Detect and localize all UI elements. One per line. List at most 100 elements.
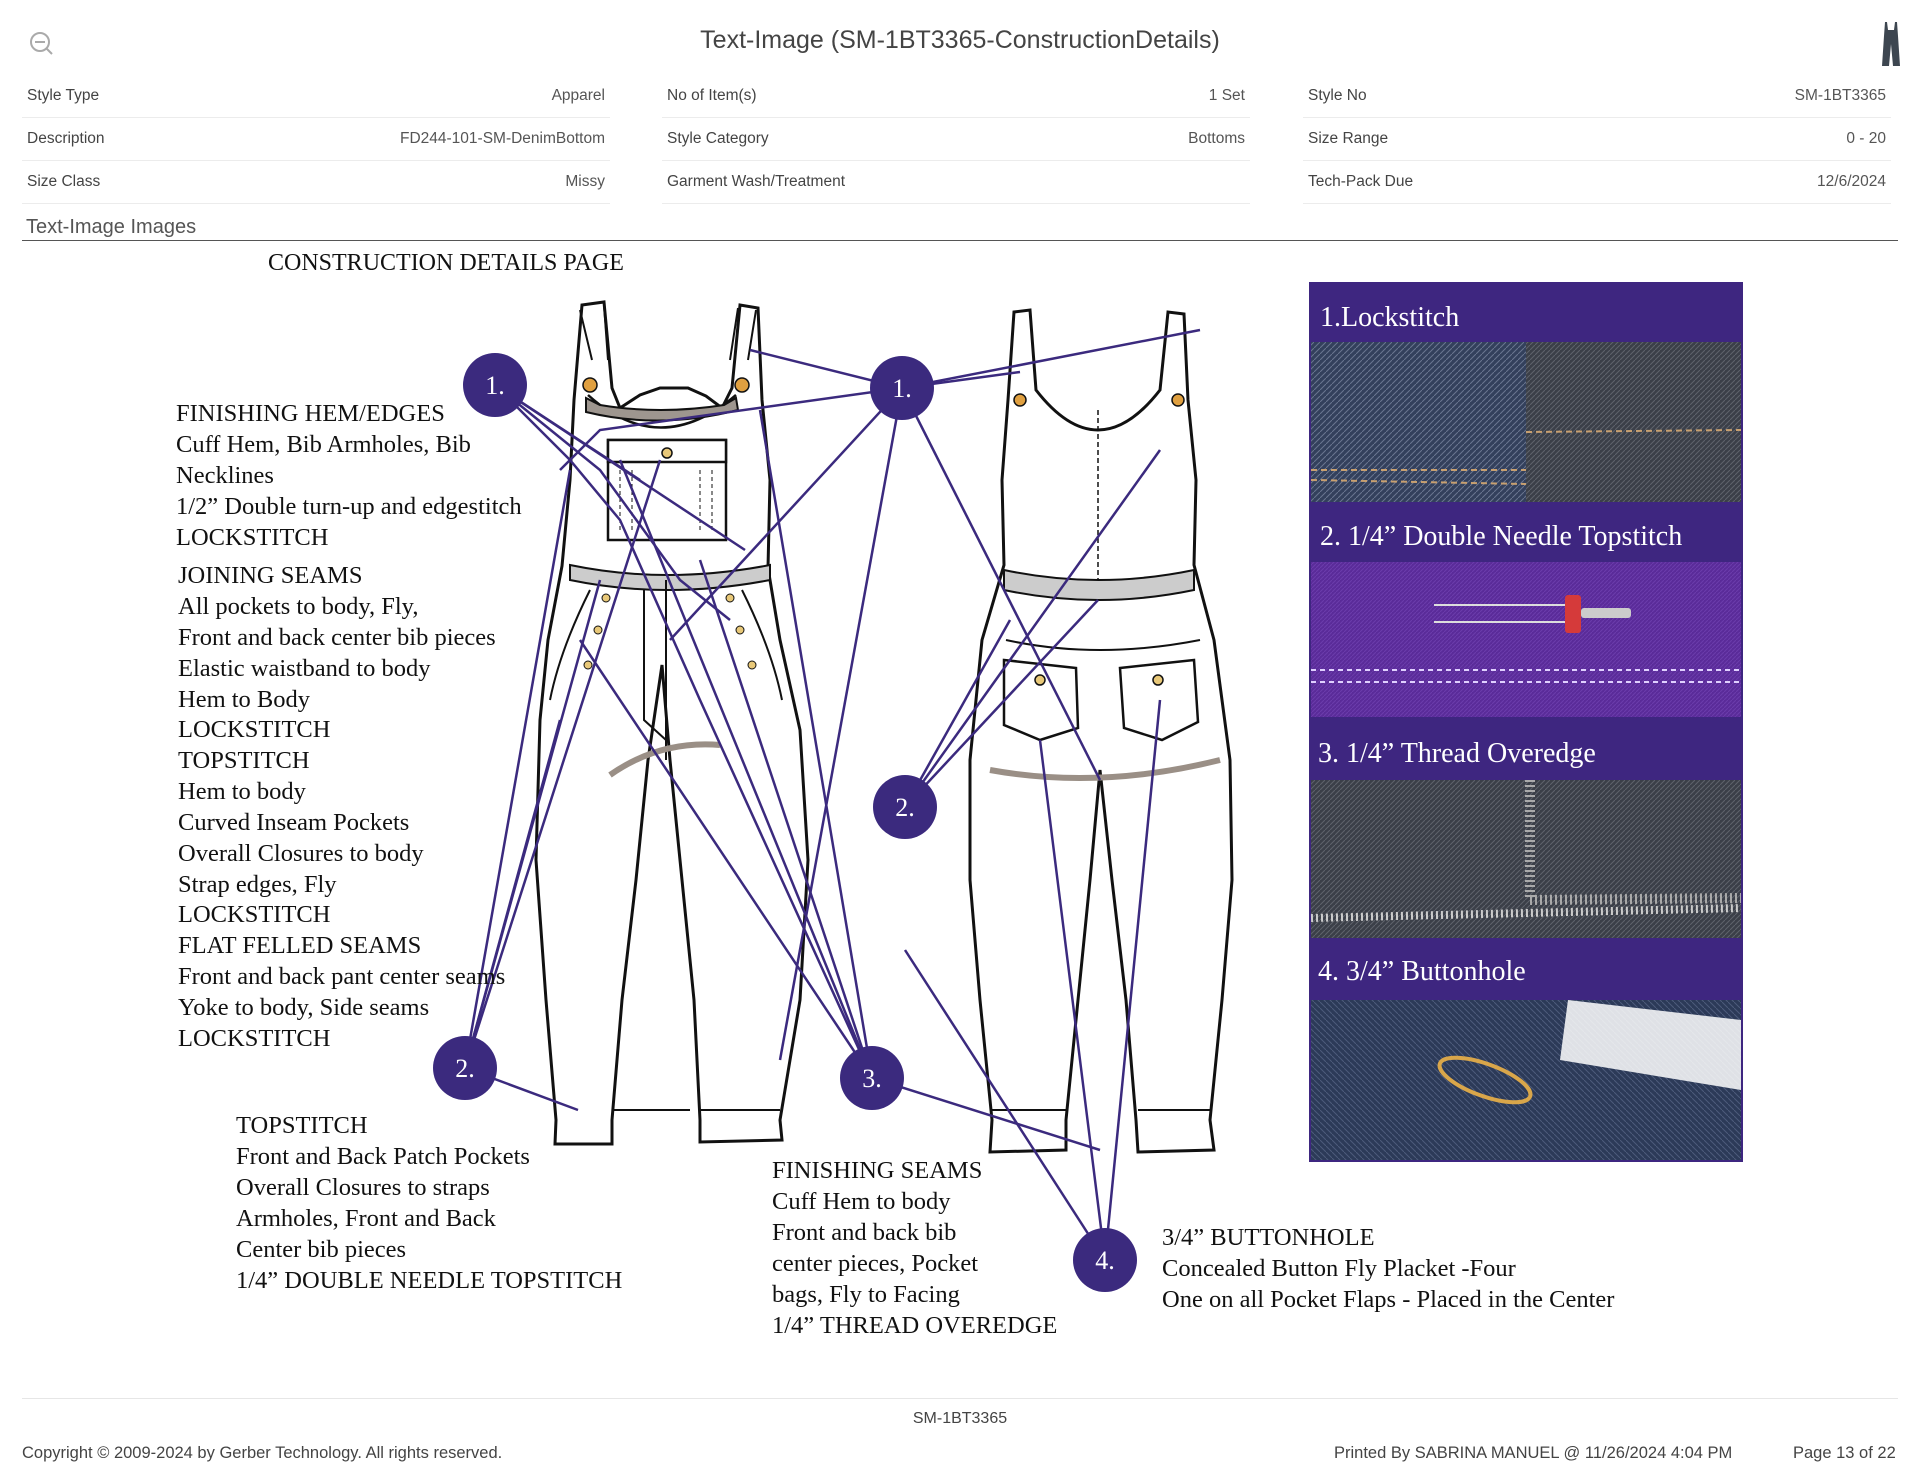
zoom-out-icon[interactable] [28, 30, 56, 58]
note-line: LOCKSTITCH [178, 901, 330, 928]
callout-label: 2. [455, 1054, 475, 1083]
callout-circle [1073, 1228, 1137, 1292]
note-line: TOPSTITCH [236, 1112, 368, 1139]
stitch-reference-panels: 1.Lockstitch 2. 1/4” Double Needle Topst… [1309, 282, 1743, 1162]
note-line: Front and Back Patch Pockets [236, 1143, 530, 1170]
note-line: center pieces, Pocket [772, 1250, 978, 1277]
info-column-3: Style No SM-1BT3365 Size Range 0 - 20 Tech… [1303, 75, 1891, 204]
callout-circle [873, 775, 937, 839]
note-line: Hem to Body [178, 686, 311, 713]
info-row: Style Category Bottoms [662, 118, 1250, 161]
note-line: Center bib pieces [236, 1236, 406, 1263]
printed-by-text: Printed By SABRINA MANUEL @ 11/26/2024 4… [1334, 1444, 1733, 1462]
info-label: Garment Wash/Treatment [667, 173, 846, 190]
note-line: FLAT FELLED SEAMS [178, 932, 421, 959]
note-line: Cuff Hem, Bib Armholes, Bib [176, 431, 471, 458]
lockstitch-photo [1311, 342, 1526, 502]
note-line: 3/4” BUTTONHOLE [1162, 1224, 1375, 1251]
footer-style-code: SM-1BT3365 [912, 1410, 1008, 1427]
panel-title: 1.Lockstitch [1320, 302, 1459, 333]
callout-label: 1. [485, 371, 505, 400]
callout-circle [463, 353, 527, 417]
panel-title: 2. 1/4” Double Needle Topstitch [1320, 521, 1682, 552]
lockstitch-photo [1526, 342, 1741, 502]
info-label: Style Type [27, 87, 100, 104]
callout-circle [433, 1036, 497, 1100]
info-label: Style No [1308, 87, 1367, 104]
callout-label: 3. [862, 1064, 882, 1093]
info-row: Style No SM-1BT3365 [1303, 75, 1891, 118]
garment-thumbnail-icon[interactable] [1880, 20, 1902, 68]
section-divider [22, 240, 1898, 241]
note-line: Strap edges, Fly [178, 871, 337, 898]
info-row: Style Type Apparel [22, 75, 610, 118]
construction-details-image: CONSTRUCTION DETAILS PAGE [176, 250, 1743, 1339]
note-line: FINISHING SEAMS [772, 1157, 982, 1184]
info-row: No of Item(s) 1 Set [662, 75, 1250, 118]
note-line: One on all Pocket Flaps - Placed in the … [1162, 1286, 1614, 1313]
panel-title: 4. 3/4” Buttonhole [1318, 956, 1526, 987]
info-label: Size Range [1308, 130, 1389, 147]
note-line: 1/2” Double turn-up and edgestitch [176, 493, 522, 520]
note-line: FINISHING HEM/EDGES [176, 400, 445, 427]
note-line: TOPSTITCH [178, 747, 310, 774]
note-line: 1/4” DOUBLE NEEDLE TOPSTITCH [236, 1267, 622, 1294]
note-line: JOINING SEAMS [178, 562, 362, 589]
info-value: 1 Set [1208, 87, 1245, 104]
info-row: Tech-Pack Due 12/6/2024 [1303, 161, 1891, 204]
page-title: Text-Image (SM-1BT3365-ConstructionDetai… [700, 26, 1220, 54]
note-line: Front and back pant center seams [178, 963, 505, 990]
info-label: Description [27, 130, 105, 147]
info-label: Tech-Pack Due [1308, 173, 1414, 190]
note-line: Front and back bib [772, 1219, 956, 1246]
info-label: No of Item(s) [667, 87, 757, 104]
note-line: Front and back center bib pieces [178, 624, 496, 651]
note-line: bags, Fly to Facing [772, 1281, 960, 1308]
info-row: Size Class Missy [22, 161, 610, 204]
note-line: Cuff Hem to body [772, 1188, 951, 1215]
leader-lines [463, 328, 1201, 1261]
note-line: Yoke to body, Side seams [178, 994, 429, 1021]
note-line: LOCKSTITCH [176, 524, 328, 551]
panel-title: 3. 1/4” Thread Overedge [1318, 738, 1596, 769]
info-row: Size Range 0 - 20 [1303, 118, 1891, 161]
footer-divider [22, 1398, 1898, 1399]
info-value: Apparel [551, 87, 605, 104]
construction-notes: FINISHING HEM/EDGES Cuff Hem, Bib Armhol… [176, 400, 1614, 1339]
note-line: Hem to body [178, 778, 307, 805]
page-number: Page 13 of 22 [1793, 1444, 1896, 1462]
info-column-2: No of Item(s) 1 Set Style Category Bottoms… [662, 75, 1250, 204]
callout-label: 1. [892, 374, 912, 403]
callout-label: 2. [895, 793, 915, 822]
double-needle-photo [1311, 562, 1741, 717]
note-line: Overall Closures to body [178, 840, 424, 867]
copyright-text: Copyright © 2009-2024 by Gerber Technolo… [22, 1444, 503, 1462]
info-value: 0 - 20 [1846, 130, 1886, 147]
sheet-heading: CONSTRUCTION DETAILS PAGE [268, 250, 624, 276]
callout-markers: 1. 2. 1. 2. 3. 4. [433, 353, 1137, 1292]
callout-circle [870, 356, 934, 420]
info-label: Size Class [27, 173, 101, 190]
info-value: 12/6/2024 [1817, 173, 1886, 190]
info-value: Missy [565, 173, 605, 190]
note-line: Armholes, Front and Back [236, 1205, 497, 1232]
note-line: 1/4” THREAD OVEREDGE [772, 1312, 1057, 1339]
info-label: Style Category [667, 130, 769, 147]
info-row: Garment Wash/Treatment [662, 161, 1250, 204]
note-line: Overall Closures to straps [236, 1174, 490, 1201]
callout-circle [840, 1046, 904, 1110]
section-title: Text-Image Images [26, 216, 197, 238]
note-line: Necklines [176, 462, 274, 489]
back-overalls-sketch [968, 308, 1234, 1154]
note-line: LOCKSTITCH [178, 1025, 330, 1052]
callout-label: 4. [1095, 1246, 1115, 1275]
note-line: Concealed Button Fly Placket -Four [1162, 1255, 1516, 1282]
note-line: Elastic waistband to body [178, 655, 431, 682]
info-value: SM-1BT3365 [1794, 87, 1886, 104]
note-line: LOCKSTITCH [178, 716, 330, 743]
note-line: All pockets to body, Fly, [178, 593, 418, 620]
info-value: Bottoms [1188, 130, 1245, 147]
note-line: Curved Inseam Pockets [178, 809, 409, 836]
